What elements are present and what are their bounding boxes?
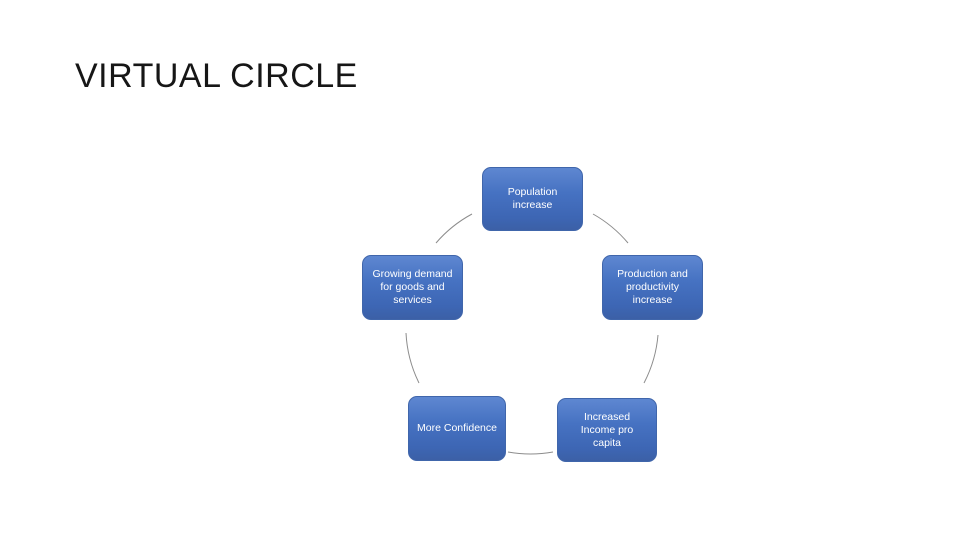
node-increased-income-pro-capita[interactable]: Increased Income pro capita	[557, 398, 657, 462]
node-label: Growing demand for goods and services	[372, 268, 453, 306]
connector-left-to-bottomleft	[405, 332, 420, 384]
connector-bottomleft-to-bottomright	[507, 451, 554, 455]
connector-top-to-right	[592, 213, 629, 244]
node-more-confidence[interactable]: More Confidence	[408, 396, 506, 461]
node-label: Production and productivity increase	[617, 268, 688, 306]
node-label: Increased Income pro capita	[580, 410, 634, 449]
node-production-productivity-increase[interactable]: Production and productivity increase	[602, 255, 703, 320]
node-label: More Confidence	[417, 422, 497, 434]
slide-title: VIRTUAL CIRCLE	[75, 57, 358, 95]
node-population-increase[interactable]: Population increase	[482, 167, 583, 231]
node-label: Population increase	[507, 186, 558, 211]
connector-right-to-bottomright	[643, 334, 659, 384]
node-growing-demand[interactable]: Growing demand for goods and services	[362, 255, 463, 320]
connector-top-to-left	[435, 213, 473, 244]
